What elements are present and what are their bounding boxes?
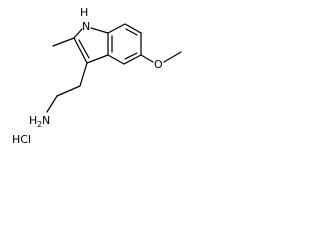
- bond-c5-c4: [123, 54, 142, 65]
- pyrrole-ring: [73, 27, 109, 64]
- bond-oxygen-methyl: [163, 51, 182, 63]
- methoxy-oxygen-label: O: [154, 58, 163, 71]
- amine-hydrogen-label: H: [29, 114, 37, 127]
- amine-subscript-label: 2: [37, 120, 42, 129]
- chemical-structure-diagram: H N O H 2 N HCl: [12, 6, 182, 146]
- bond-c3-c3a: [86, 54, 109, 64]
- bond-c3-ch2: [79, 62, 88, 87]
- bond-c5-oxygen: [140, 54, 154, 63]
- methyl-bond: [52, 37, 75, 47]
- indole-nitrogen-label: N: [82, 20, 90, 33]
- bond-c7a-c7: [107, 23, 126, 34]
- bond-n1-c2: [73, 28, 83, 39]
- bond-ch2-ch2: [56, 85, 81, 97]
- benzene-ring: [107, 23, 142, 65]
- bond-c7a-n1: [90, 27, 109, 34]
- double-bond-c2-c3-inner: [78, 39, 90, 59]
- bond-c4-c3a: [107, 54, 125, 65]
- double-bond-c5-c4-inner: [124, 52, 138, 60]
- indole-nh-hydrogen-label: H: [80, 6, 88, 19]
- bond-c7-c6: [124, 23, 142, 34]
- double-bond-c7-c6-inner: [125, 28, 138, 36]
- hydrochloride-label: HCl: [12, 133, 31, 146]
- amine-nitrogen-label: N: [42, 114, 50, 127]
- bond-ch2-amine: [46, 95, 58, 113]
- bond-c2-c3: [73, 37, 88, 64]
